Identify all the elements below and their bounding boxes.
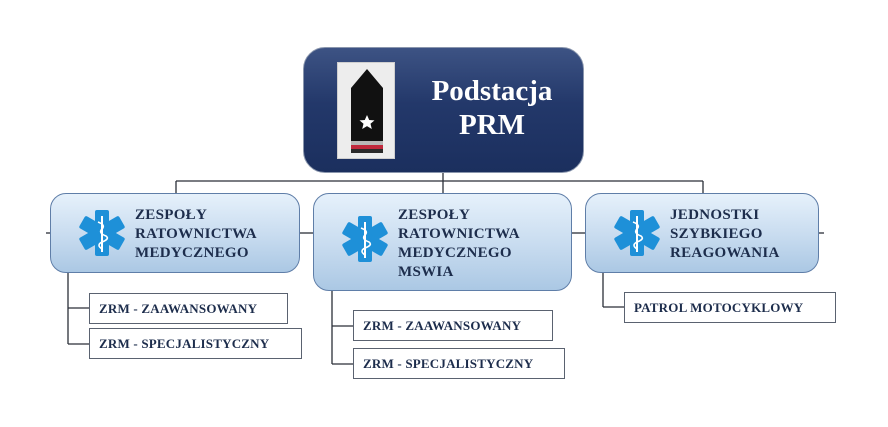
unit-jsr: JEDNOSTKI SZYBKIEGO REAGOWANIA [585,193,819,273]
sub-item-mswia-zaawansowany: ZRM - ZAAWANSOWANY [353,310,553,341]
sub-item-mswia-specjalistyczny: ZRM - SPECJALISTYCZNY [353,348,565,379]
unit-title: ZESPOŁY RATOWNICTWA MEDYCZNEGO MSWIA [398,207,520,280]
unit-zrm-mswia: ZESPOŁY RATOWNICTWA MEDYCZNEGO MSWIA [313,193,572,291]
unit-title: JEDNOSTKI SZYBKIEGO REAGOWANIA [670,207,780,261]
unit-title: ZESPOŁY RATOWNICTWA MEDYCZNEGO [135,207,257,261]
rank-insignia-icon [337,62,395,159]
unit-zrm: ZESPOŁY RATOWNICTWA MEDYCZNEGO [50,193,300,273]
sub-item-patrol-motocyklowy: PATROL MOTOCYKLOWY [624,292,836,323]
star-of-life-icon [342,216,388,262]
root-title: Podstacja PRM [431,75,553,141]
star-of-life-icon [79,210,125,256]
star-of-life-icon [614,210,660,256]
sub-item-zrm-specjalistyczny: ZRM - SPECJALISTYCZNY [89,328,302,359]
root-node: Podstacja PRM [303,47,584,173]
sub-item-zrm-zaawansowany: ZRM - ZAAWANSOWANY [89,293,288,324]
